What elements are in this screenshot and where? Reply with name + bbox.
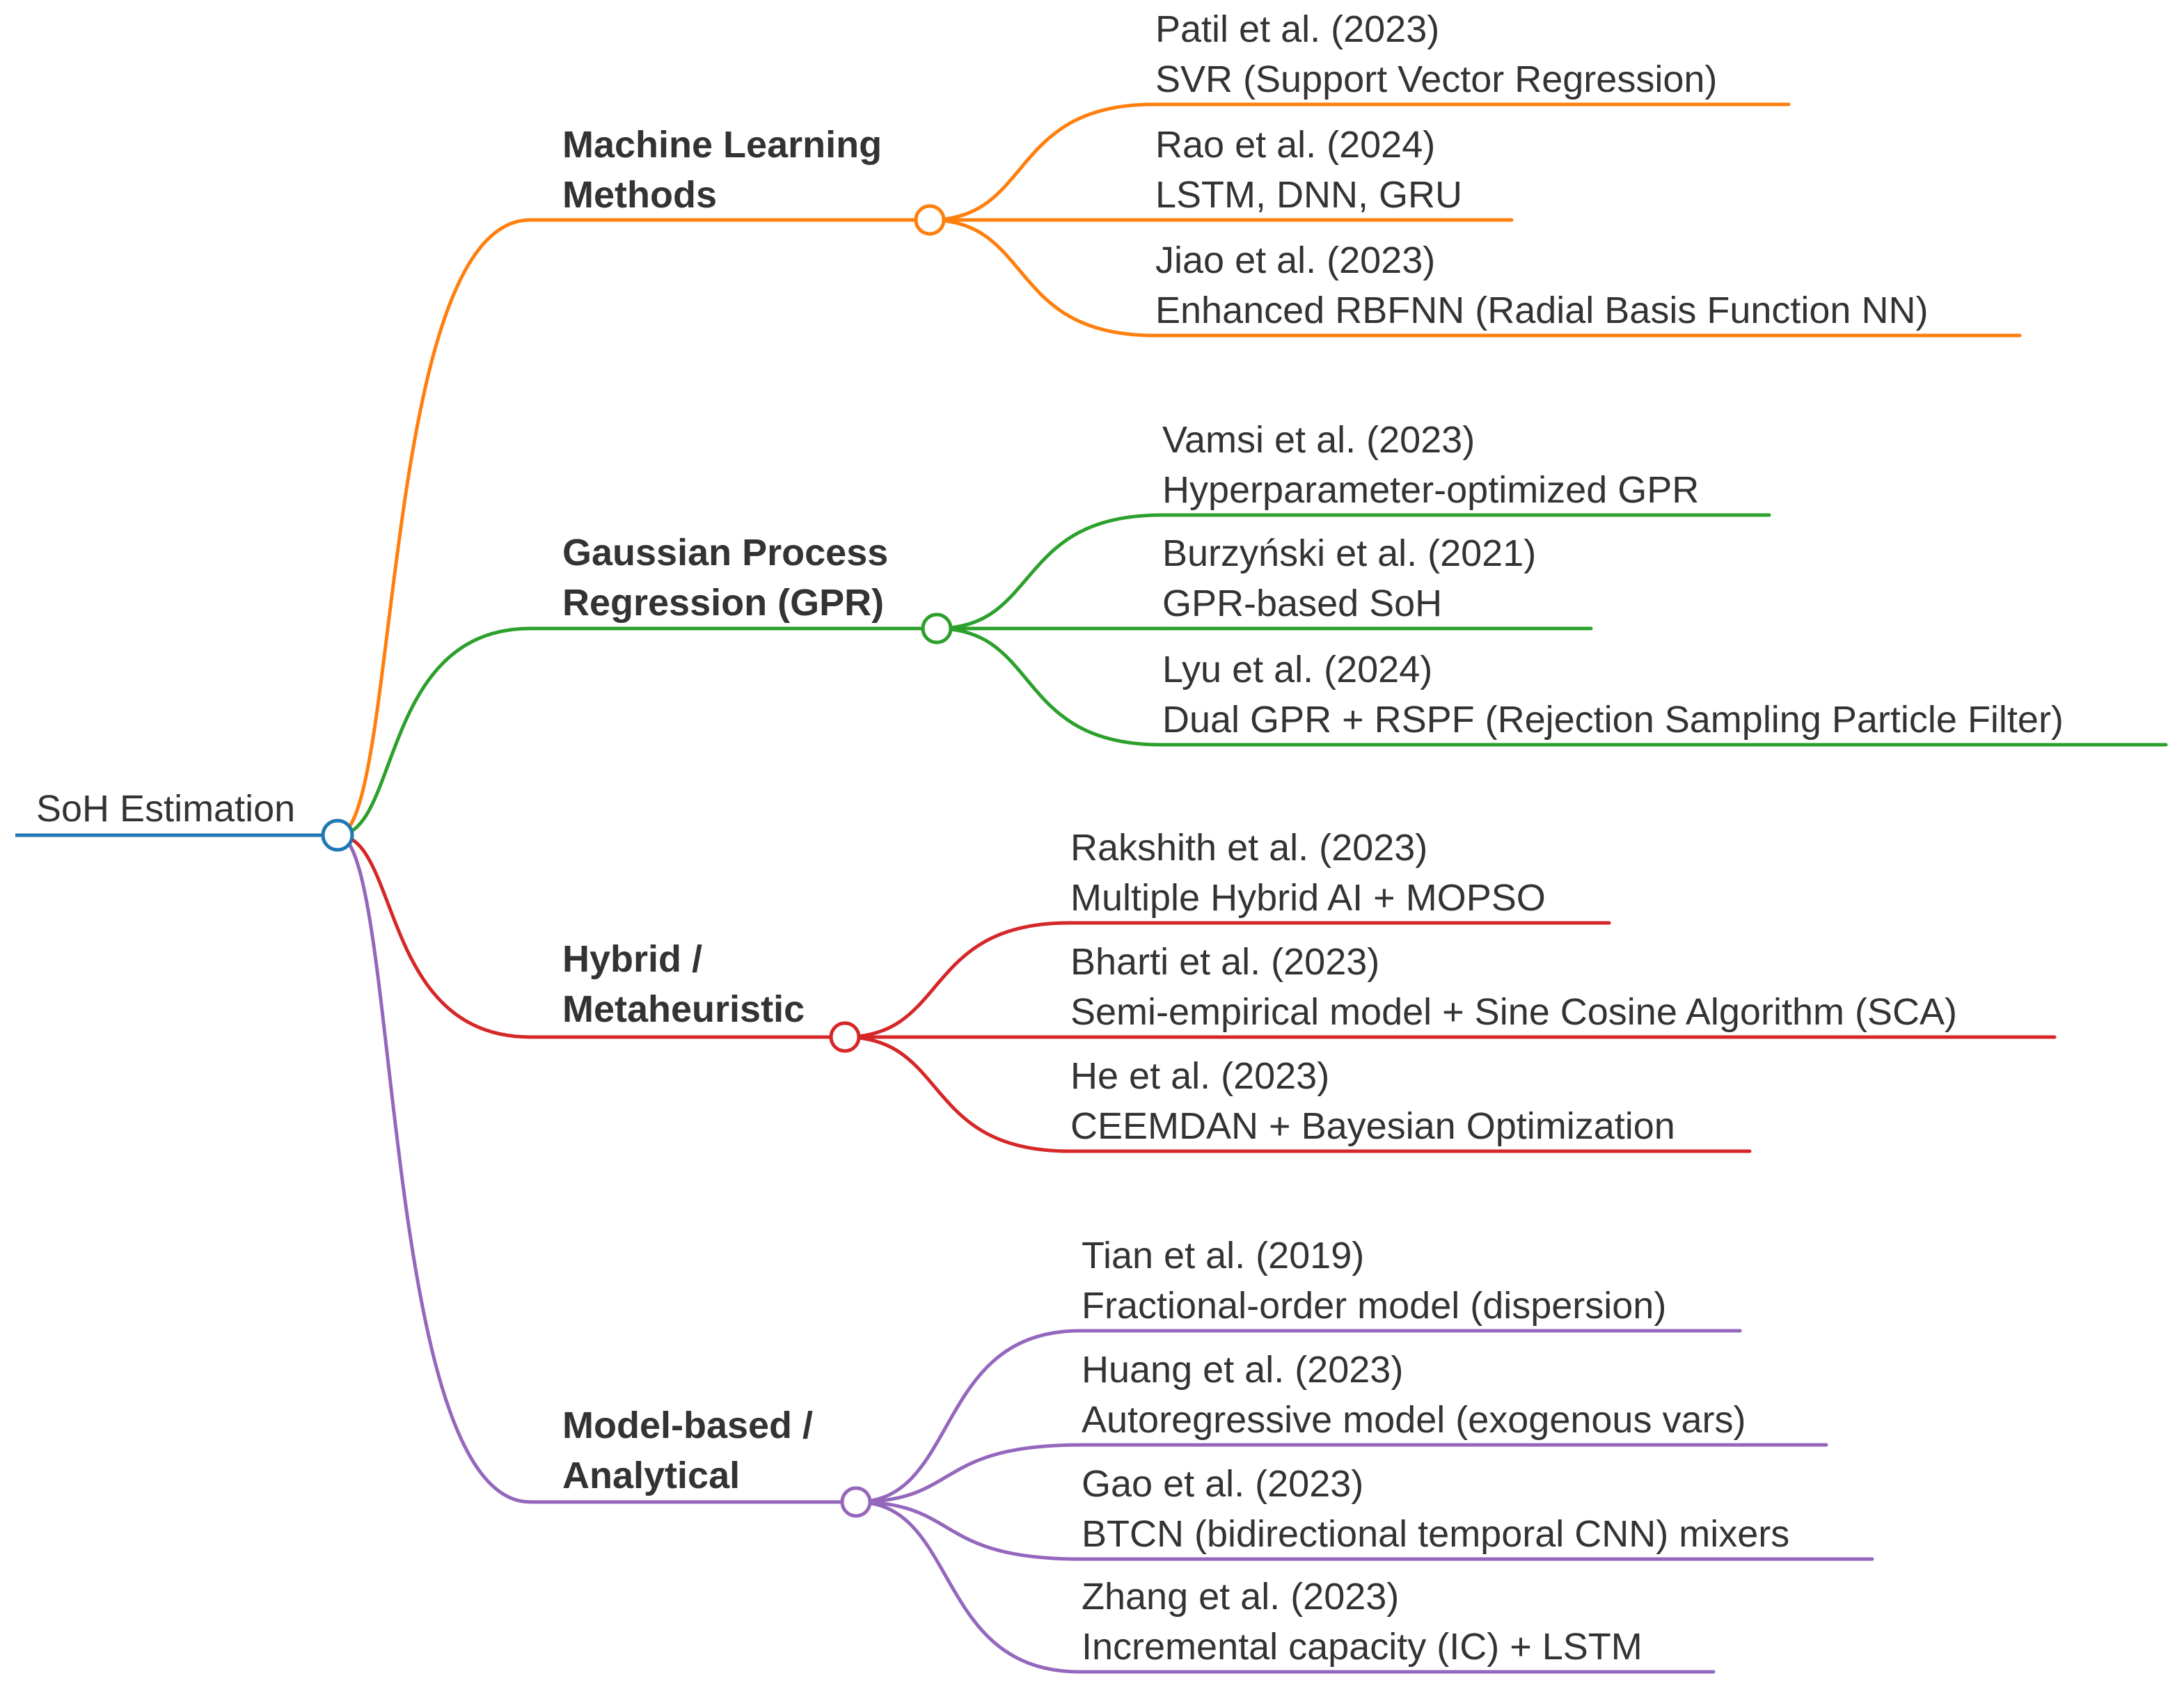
machine-learning-leaf-curve — [928, 102, 1156, 222]
root-label: SoH Estimation — [36, 788, 295, 830]
machine-learning-branch-curve — [335, 218, 532, 837]
gpr-leaf-curve — [935, 626, 1163, 747]
machine-learning-leaf-author: Jiao et al. (2023) — [1155, 239, 1435, 281]
hybrid-leaf-method: Multiple Hybrid AI + MOPSO — [1070, 877, 1546, 919]
model-based-leaf-curve — [854, 1443, 1082, 1504]
model-based-node-dot — [840, 1486, 872, 1518]
hybrid-leaf-method: CEEMDAN + Bayesian Optimization — [1070, 1105, 1675, 1147]
model-based-leaf-curve — [854, 1329, 1082, 1504]
model-based-leaf-author: Tian et al. (2019) — [1082, 1235, 1364, 1276]
hybrid-leaf-curve — [843, 921, 1071, 1039]
hybrid-branch-curve — [335, 833, 532, 1039]
hybrid-leaf-author: Rakshith et al. (2023) — [1070, 827, 1427, 869]
model-based-leaf-curve — [854, 1500, 1082, 1561]
hybrid-leaf-author: Bharti et al. (2023) — [1070, 941, 1379, 983]
model-based-category-label-line1: Model-based / — [562, 1405, 813, 1446]
model-based-leaf-author: Gao et al. (2023) — [1082, 1463, 1363, 1505]
dots-layer — [321, 204, 953, 1518]
gpr-node-dot — [921, 612, 953, 645]
machine-learning-leaf-method: Enhanced RBFNN (Radial Basis Function NN… — [1155, 290, 1928, 331]
machine-learning-category-label-line2: Methods — [562, 174, 717, 216]
gpr-leaf-curve — [935, 513, 1163, 631]
gpr-leaf-method: Hyperparameter-optimized GPR — [1162, 469, 1699, 511]
hybrid-leaf-curve — [843, 1035, 1071, 1153]
hybrid-leaf-author: He et al. (2023) — [1070, 1055, 1329, 1097]
hybrid-leaf-method: Semi-empirical model + Sine Cosine Algor… — [1070, 991, 1957, 1033]
gpr-leaf-method: GPR-based SoH — [1162, 583, 1442, 624]
model-based-leaf-method: Autoregressive model (exogenous vars) — [1082, 1399, 1746, 1441]
machine-learning-category-label-line1: Machine Learning — [562, 124, 882, 166]
gpr-category-label-line2: Regression (GPR) — [562, 582, 884, 624]
gpr-category-label-line1: Gaussian Process — [562, 532, 888, 574]
model-based-category-label-line2: Analytical — [562, 1455, 740, 1496]
gpr-leaf-method: Dual GPR + RSPF (Rejection Sampling Part… — [1162, 699, 2064, 741]
gpr-branch-curve — [335, 626, 532, 837]
machine-learning-leaf-curve — [928, 218, 1156, 338]
hybrid-category-label-line1: Hybrid / — [562, 938, 702, 980]
machine-learning-leaf-author: Rao et al. (2024) — [1155, 124, 1435, 166]
edges-layer — [15, 102, 2168, 1674]
machine-learning-leaf-method: LSTM, DNN, GRU — [1155, 174, 1462, 216]
model-based-leaf-curve — [854, 1500, 1082, 1674]
model-based-branch-curve — [335, 833, 532, 1504]
gpr-leaf-author: Lyu et al. (2024) — [1162, 649, 1432, 690]
model-based-leaf-author: Zhang et al. (2023) — [1082, 1576, 1399, 1618]
gpr-leaf-author: Vamsi et al. (2023) — [1162, 419, 1475, 461]
gpr-leaf-author: Burzyński et al. (2021) — [1162, 532, 1536, 574]
hybrid-node-dot — [829, 1021, 861, 1053]
root-node-dot — [321, 819, 354, 852]
model-based-leaf-author: Huang et al. (2023) — [1082, 1349, 1403, 1391]
machine-learning-leaf-author: Patil et al. (2023) — [1155, 8, 1439, 50]
model-based-leaf-method: BTCN (bidirectional temporal CNN) mixers — [1082, 1513, 1789, 1555]
machine-learning-node-dot — [914, 204, 946, 236]
machine-learning-leaf-method: SVR (Support Vector Regression) — [1155, 58, 1717, 100]
hybrid-category-label-line2: Metaheuristic — [562, 988, 805, 1030]
model-based-leaf-method: Fractional-order model (dispersion) — [1082, 1285, 1666, 1327]
model-based-leaf-method: Incremental capacity (IC) + LSTM — [1082, 1626, 1643, 1668]
